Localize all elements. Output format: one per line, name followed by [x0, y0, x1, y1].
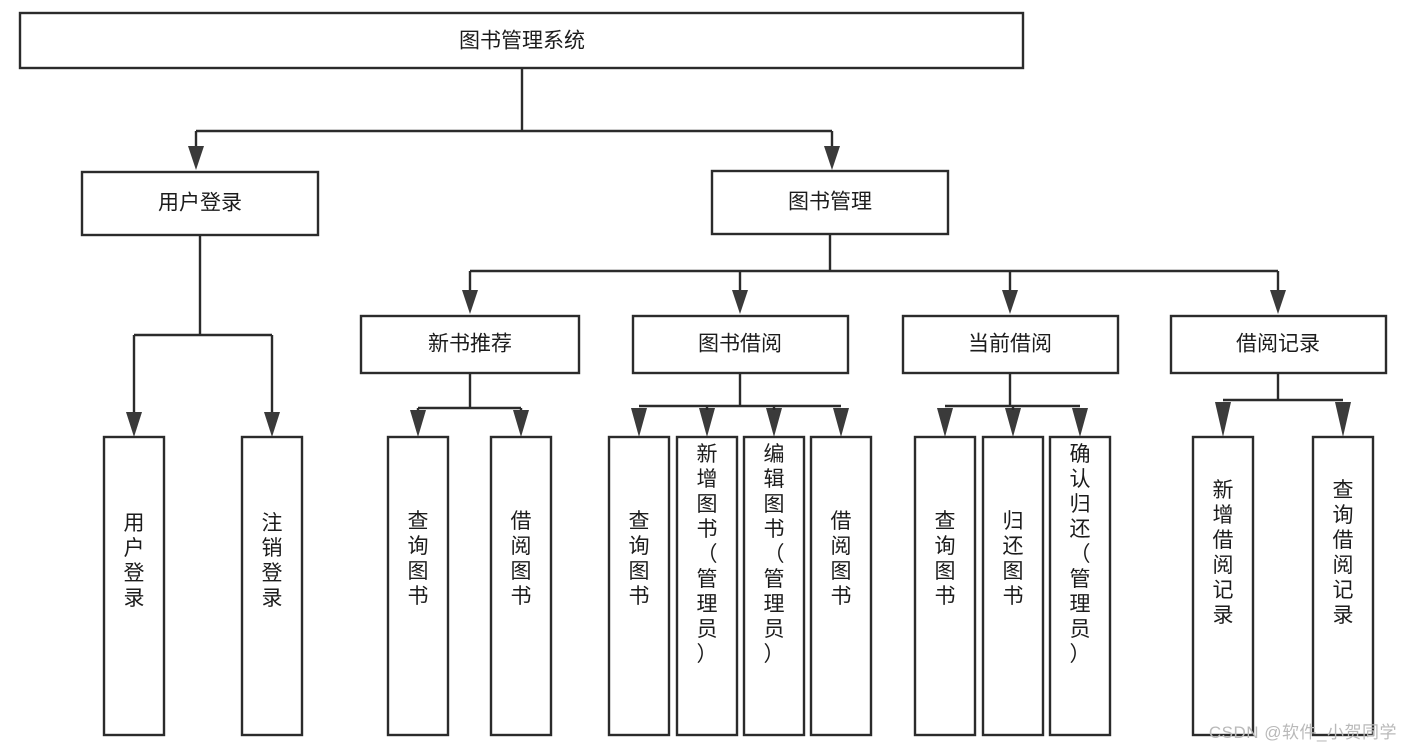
arrow-head-book-borrow	[732, 290, 748, 314]
node-current-borrow-label: 当前借阅	[968, 333, 1052, 356]
leaf-current-borrow-3[interactable]: 确认归还（管理员）	[1048, 435, 1112, 737]
arrow-head-cb-leaf-2	[1005, 408, 1021, 437]
leaf-user-login-1[interactable]: 用户登录	[102, 435, 166, 737]
edges-user-login-to-leaves	[126, 235, 280, 437]
arrow-head-bb-leaf-3	[766, 408, 782, 437]
arrow-head-user-login	[188, 146, 204, 170]
arrow-head-leaf-user-login	[126, 412, 142, 437]
node-root-box[interactable]	[18, 11, 1025, 70]
arrow-head-book-manage	[824, 146, 840, 170]
arrow-head-br-leaf-1	[1215, 402, 1231, 437]
node-new-book-recommend-box[interactable]	[359, 314, 581, 375]
csdn-watermark: CSDN @软件_小贺同学	[1208, 723, 1397, 742]
arrow-head-leaf-logout	[264, 412, 280, 437]
node-current-borrow[interactable]: 当前借阅	[901, 314, 1120, 375]
leaf-user-login-2[interactable]: 注销登录	[240, 435, 304, 737]
leaf-label: 借阅图书	[511, 510, 532, 608]
arrow-head-new-book	[462, 290, 478, 314]
leaf-book-borrow-1[interactable]: 查询图书	[607, 435, 671, 737]
leaf-label: 查询图书	[408, 510, 429, 608]
edges-book-borrow-to-leaves	[631, 373, 849, 437]
arrow-head-bb-leaf-1	[631, 408, 647, 437]
leaf-box[interactable]	[1311, 435, 1375, 737]
node-root-label: 图书管理系统	[459, 30, 585, 53]
leaf-box[interactable]	[489, 435, 553, 737]
leaf-label: 用户登录	[124, 512, 145, 610]
leaf-box[interactable]	[1191, 435, 1255, 737]
leaf-label: 确认归还（管理员）	[1070, 443, 1091, 666]
node-borrow-record[interactable]: 借阅记录	[1169, 314, 1388, 375]
arrow-head-bb-leaf-2	[699, 408, 715, 437]
arrow-head-cb-leaf-3	[1072, 408, 1088, 437]
leaf-box[interactable]	[386, 435, 450, 737]
node-book-borrow-label: 图书借阅	[698, 333, 782, 356]
arrow-head-cb-leaf-1	[937, 408, 953, 437]
node-new-book-recommend-label: 新书推荐	[428, 333, 512, 356]
arrow-head-borrow-record	[1270, 290, 1286, 314]
leaf-current-borrow-2[interactable]: 归还图书	[981, 435, 1045, 737]
leaf-box[interactable]	[607, 435, 671, 737]
leaf-new-book-1[interactable]: 查询图书	[386, 435, 450, 737]
leaf-book-borrow-4[interactable]: 借阅图书	[809, 435, 873, 737]
leaf-box[interactable]	[1048, 435, 1112, 737]
node-book-manage-label: 图书管理	[788, 191, 872, 214]
edges-new-book-to-leaves	[410, 373, 529, 437]
edges-book-manage-to-level3	[462, 234, 1286, 314]
leaf-book-borrow-2[interactable]: 新增图书（管理员）	[675, 435, 739, 737]
node-borrow-record-box[interactable]	[1169, 314, 1388, 375]
leaf-label: 新增图书（管理员）	[697, 443, 718, 666]
arrow-head-br-leaf-2	[1335, 402, 1351, 437]
leaf-borrow-record-2[interactable]: 查询借阅记录	[1311, 435, 1375, 737]
leaf-box[interactable]	[675, 435, 739, 737]
leaf-label: 查询借阅记录	[1333, 479, 1354, 627]
leaf-box[interactable]	[742, 435, 806, 737]
leaf-box[interactable]	[981, 435, 1045, 737]
node-user-login-label: 用户登录	[158, 192, 242, 215]
leaf-label: 编辑图书（管理员）	[764, 443, 785, 666]
leaf-label: 查询图书	[935, 510, 956, 608]
node-new-book-recommend[interactable]: 新书推荐	[359, 314, 581, 375]
leaf-box[interactable]	[240, 435, 304, 737]
node-user-login-box[interactable]	[80, 170, 320, 237]
leaf-box[interactable]	[102, 435, 166, 737]
leaf-current-borrow-1[interactable]: 查询图书	[913, 435, 977, 737]
node-user-login[interactable]: 用户登录	[80, 170, 320, 237]
node-book-borrow[interactable]: 图书借阅	[631, 314, 850, 375]
leaf-box[interactable]	[913, 435, 977, 737]
leaf-label: 注销登录	[262, 512, 283, 610]
edges-current-borrow-to-leaves	[937, 373, 1088, 437]
node-borrow-record-label: 借阅记录	[1236, 333, 1320, 356]
node-root[interactable]: 图书管理系统	[18, 11, 1025, 70]
leaf-box[interactable]	[809, 435, 873, 737]
leaf-label: 新增借阅记录	[1213, 479, 1234, 627]
arrow-head-nb-leaf-1	[410, 410, 426, 437]
node-book-manage-box[interactable]	[710, 169, 950, 236]
arrow-head-nb-leaf-2	[513, 410, 529, 437]
arrow-head-bb-leaf-4	[833, 408, 849, 437]
node-book-manage[interactable]: 图书管理	[710, 169, 950, 236]
leaf-label: 查询图书	[629, 510, 650, 608]
edges-borrow-record-to-leaves	[1215, 373, 1351, 437]
leaf-book-borrow-3[interactable]: 编辑图书（管理员）	[742, 435, 806, 737]
arrow-head-current-borrow	[1002, 290, 1018, 314]
edges-root-to-level2	[188, 68, 840, 170]
node-book-borrow-box[interactable]	[631, 314, 850, 375]
node-current-borrow-box[interactable]	[901, 314, 1120, 375]
leaf-label: 借阅图书	[831, 510, 852, 608]
leaf-label: 归还图书	[1003, 510, 1024, 608]
leaf-new-book-2[interactable]: 借阅图书	[489, 435, 553, 737]
leaf-borrow-record-1[interactable]: 新增借阅记录	[1191, 435, 1255, 737]
